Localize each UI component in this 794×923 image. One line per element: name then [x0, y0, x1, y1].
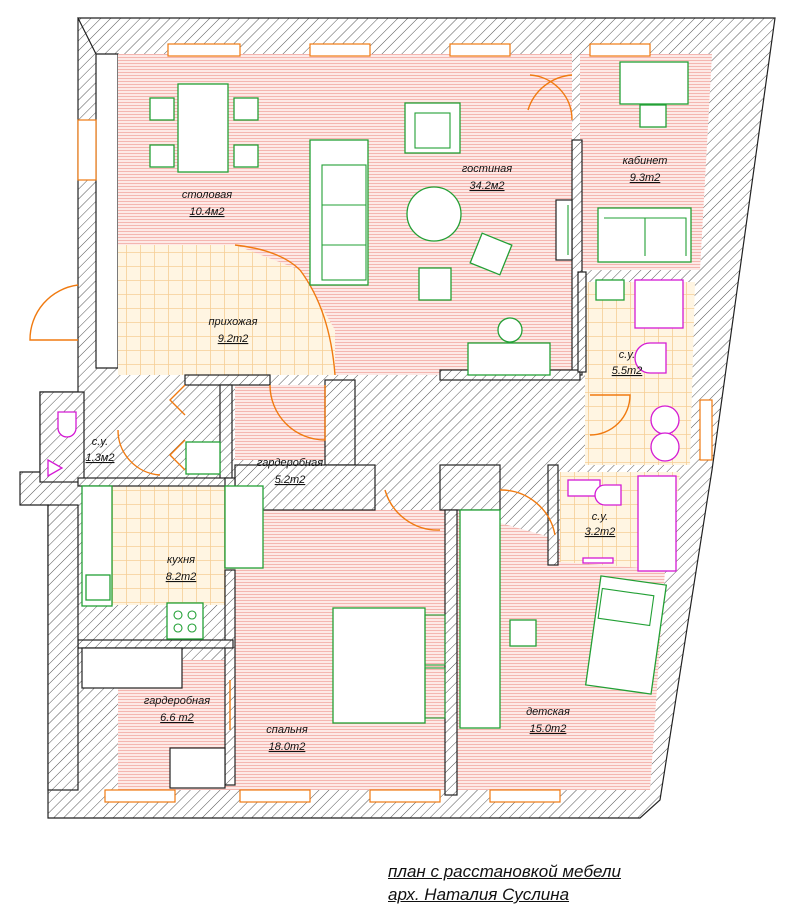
interior-walls — [39, 139, 587, 796]
room-area-wc-small: 1.3м2 — [86, 452, 115, 464]
room-name-dining: столовая — [182, 189, 232, 201]
bathroom-fixtures — [567, 279, 684, 572]
caption-title: план с расстановкой мебели — [388, 862, 621, 881]
kitchen-furniture — [81, 485, 264, 640]
room-area-study: 9.3m2 — [630, 172, 661, 184]
room-name-wc-right: с.у. — [619, 349, 635, 361]
room-area-wc-bath: 3.2m2 — [585, 526, 616, 538]
room-name-wc-bath: с.у. — [592, 511, 608, 523]
room-name-kids: детская — [526, 706, 570, 718]
room-area-hall: 9.2m2 — [218, 333, 249, 345]
room-area-bedroom: 18.0m2 — [269, 741, 306, 753]
room-area-living: 34.2м2 — [469, 180, 504, 192]
room-area-wardrobe-mid: 5.2m2 — [275, 474, 306, 486]
room-area-wardrobe-left: 6.6 m2 — [160, 712, 194, 724]
windows — [77, 43, 713, 803]
room-name-living: гостиная — [462, 163, 512, 175]
dining-table-set — [149, 83, 259, 173]
room-name-bedroom: спальня — [266, 724, 308, 736]
living-furniture — [309, 102, 551, 376]
doors — [29, 74, 631, 730]
room-name-kitchen: кухня — [167, 554, 195, 566]
room-area-dining: 10.4м2 — [189, 206, 224, 218]
study-furniture — [555, 61, 692, 263]
room-area-kids: 15.0m2 — [530, 723, 567, 735]
room-area-kitchen: 8.2m2 — [166, 571, 197, 583]
kids-furniture — [509, 575, 668, 695]
caption-author: арх. Наталия Суслина — [388, 885, 570, 904]
room-name-wc-small: с.у. — [92, 436, 108, 448]
room-area-wc-right: 5.5m2 — [612, 365, 643, 377]
room-name-hall: прихожая — [208, 316, 257, 328]
room-name-wardrobe-mid: гардеробная — [257, 457, 323, 469]
room-name-study: кабинет — [623, 155, 668, 167]
wardrobe-left-furniture — [81, 647, 226, 789]
room-labels: столовая 10.4м2 гостиная 34.2м2 кабинет … — [86, 155, 668, 753]
small-wc-fixtures — [47, 411, 221, 478]
bedroom-furniture — [332, 509, 501, 729]
room-name-wardrobe-left: гардеробная — [144, 695, 210, 707]
